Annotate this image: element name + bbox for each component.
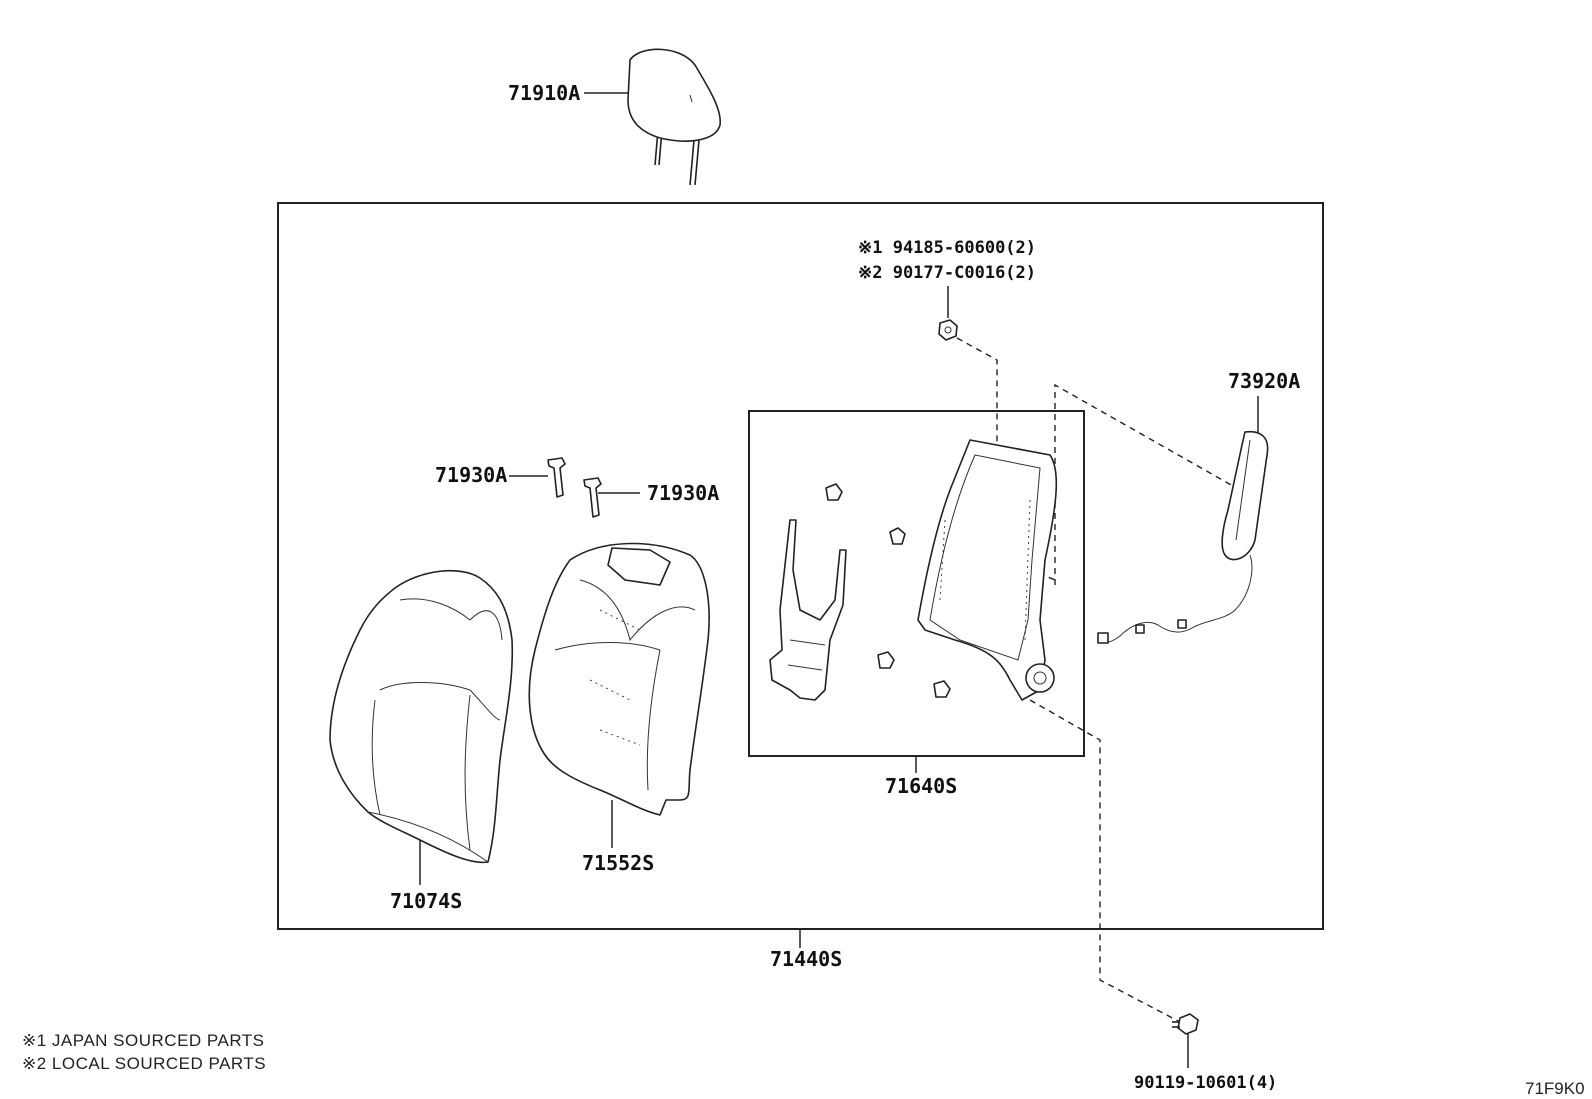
- headrest-support-right-drawing[interactable]: [583, 477, 602, 518]
- clip-drawings[interactable]: [825, 483, 951, 698]
- bolt-drawing[interactable]: [1172, 1013, 1199, 1035]
- seatback-cover-label[interactable]: 71074S: [390, 889, 462, 913]
- headrest-support-left-drawing[interactable]: [547, 457, 566, 498]
- frame-drawing[interactable]: [917, 439, 1058, 701]
- headrest-support-right-label[interactable]: 71930A: [647, 481, 719, 505]
- airbag-dashed-path: [1054, 383, 1241, 585]
- note-japan-sourced: ※1 JAPAN SOURCED PARTS: [22, 1031, 265, 1050]
- seatback-pad-drawing[interactable]: [528, 542, 710, 816]
- nut-ref2-label[interactable]: ※2 90177-C0016(2): [858, 263, 1036, 283]
- seatback-assy-label[interactable]: 71440S: [770, 947, 842, 971]
- bolt-label[interactable]: 90119-10601(4): [1134, 1073, 1277, 1093]
- bracket-drawing[interactable]: [769, 519, 847, 701]
- airbag-drawing[interactable]: [1097, 430, 1269, 644]
- note-local-sourced: ※2 LOCAL SOURCED PARTS: [22, 1054, 266, 1073]
- headrest-drawing[interactable]: [627, 48, 721, 186]
- bolt-dashed-path: [1029, 699, 1181, 1023]
- seatback-pad-label[interactable]: 71552S: [582, 851, 654, 875]
- frame-sub-label[interactable]: 71640S: [885, 774, 957, 798]
- nut-ref1-label[interactable]: ※1 94185-60600(2): [858, 238, 1036, 258]
- diagram-code: 71F9K0: [1525, 1079, 1585, 1098]
- nut-drawing[interactable]: [938, 319, 958, 341]
- seatback-cover-drawing[interactable]: [329, 569, 514, 864]
- headrest-label[interactable]: 71910A: [508, 81, 580, 105]
- airbag-label[interactable]: 73920A: [1228, 369, 1300, 393]
- headrest-support-left-label[interactable]: 71930A: [435, 463, 507, 487]
